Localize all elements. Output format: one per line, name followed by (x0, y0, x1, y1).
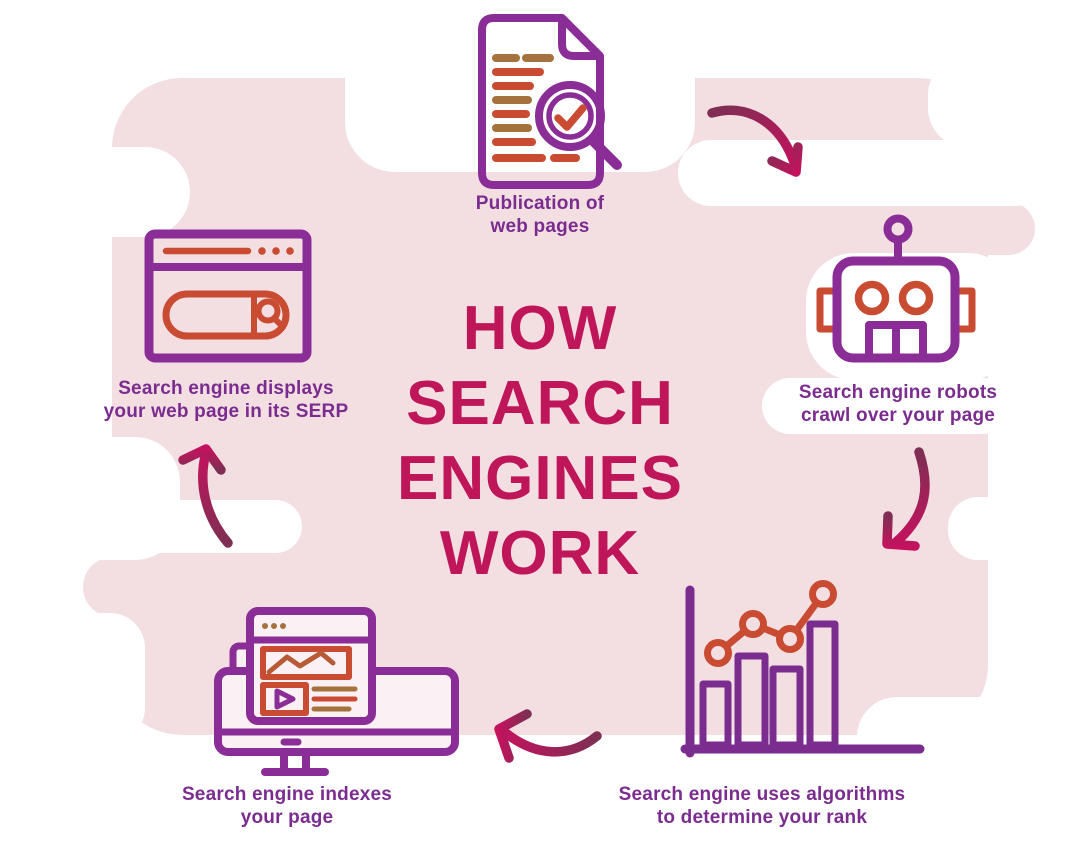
title-line-4: WORK (439, 519, 641, 588)
document-search-icon (478, 14, 622, 189)
title-line-3: ENGINES (396, 444, 684, 513)
step-label-publication: Publication of web pages (475, 193, 605, 237)
cutout-top-right-corner (928, 55, 1048, 148)
blob-band-right-top (900, 202, 1035, 255)
title-line-2: SEARCH (406, 369, 674, 438)
monitor-index-icon (214, 607, 459, 776)
serp-browser-icon (144, 229, 312, 363)
step-label-serp: Search engine displays your web page in … (103, 378, 349, 422)
cutout-robot-label-pill (762, 378, 1010, 434)
step-label-index: Search engine indexes your page (181, 784, 393, 828)
cutout-left-mid-2 (0, 500, 302, 553)
arrow-crawl-to-rank-icon (882, 447, 930, 551)
cutout-left-bottom (0, 613, 145, 743)
arrow-rank-to-index-icon (494, 709, 602, 763)
cutout-left-top (0, 147, 190, 237)
robot-icon (816, 214, 976, 363)
cutout-right-mid (948, 497, 1068, 560)
page-title: HOW SEARCH ENGINES WORK (315, 291, 765, 591)
arrow-index-to-serp-icon (178, 444, 233, 548)
arrow-publication-to-crawl-icon (707, 105, 803, 177)
step-label-rank: Search engine uses algorithms to determi… (618, 784, 906, 828)
bar-chart-icon (680, 580, 925, 758)
step-label-crawl: Search engine robots crawl over your pag… (798, 382, 998, 426)
title-line-1: HOW (462, 294, 618, 363)
cutout-above-robot (678, 140, 1048, 206)
